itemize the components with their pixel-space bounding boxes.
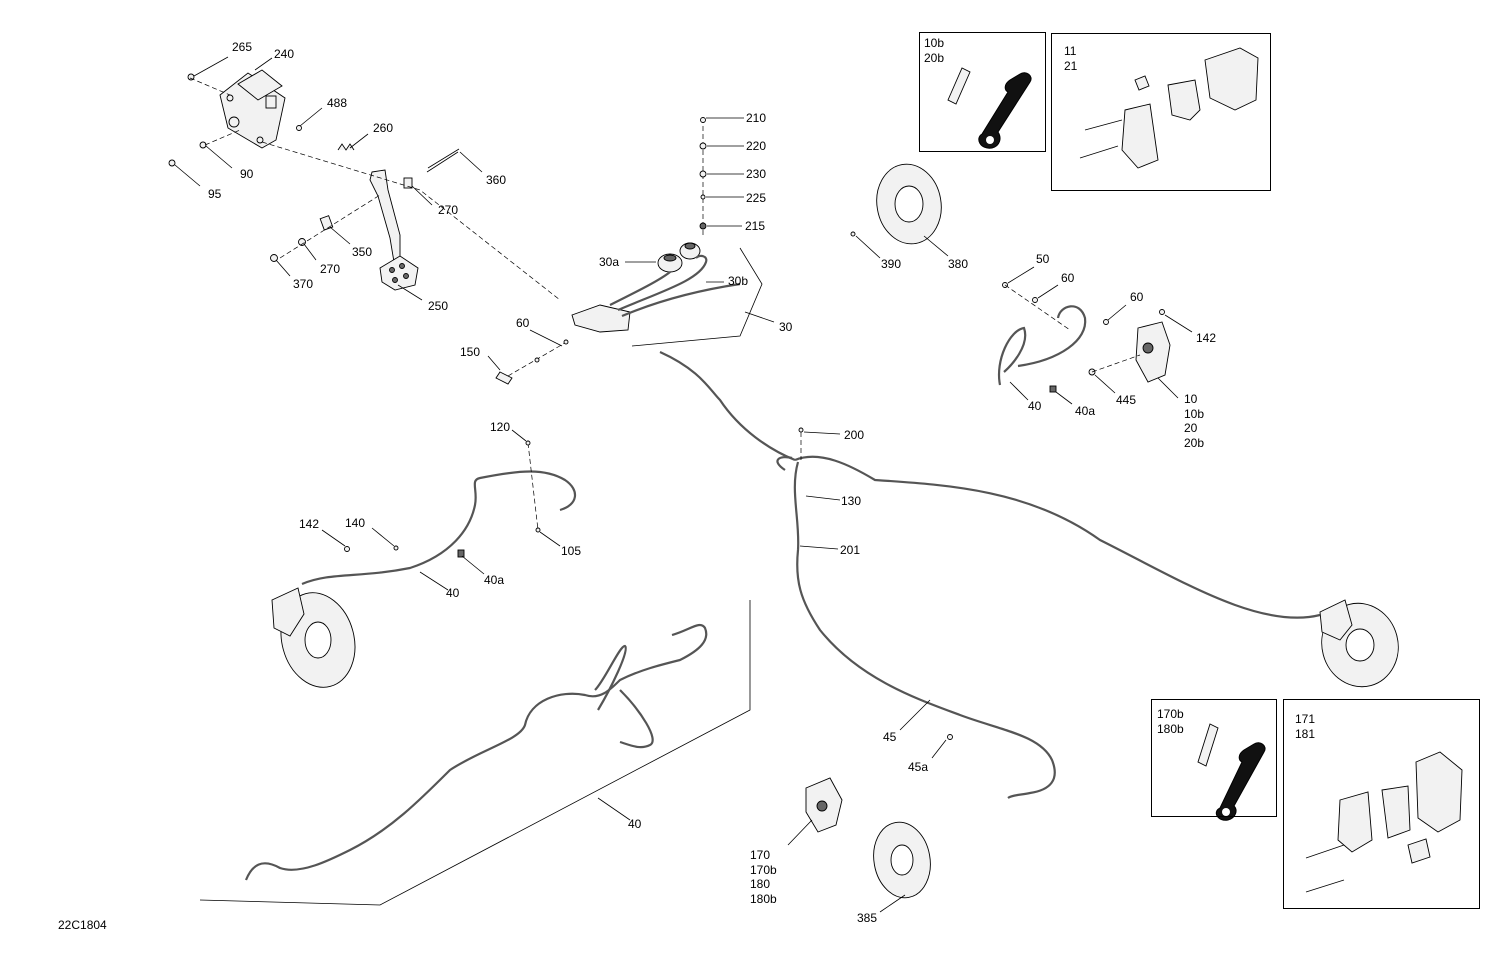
- part-label-40a: 40a: [1075, 404, 1096, 418]
- part-label-40a: 40a: [484, 573, 505, 587]
- pedal-bracket: [219, 69, 286, 149]
- part-label-215: 215: [745, 219, 766, 233]
- pedal-leaders: [174, 56, 561, 301]
- part-label-105: 105: [561, 544, 582, 558]
- part-label-260: 260: [373, 121, 394, 135]
- part-label-60: 60: [516, 316, 530, 330]
- inset-label: 171: [1295, 712, 1316, 726]
- part-label-45a: 45a: [908, 760, 929, 774]
- part-label-225: 225: [746, 191, 767, 205]
- part-label-240: 240: [274, 47, 295, 61]
- part-label-210: 210: [746, 111, 767, 125]
- part-label: 170: [750, 848, 771, 862]
- part-label-120: 120: [490, 420, 511, 434]
- part-label-445: 445: [1116, 393, 1137, 407]
- part-label-60: 60: [1061, 271, 1075, 285]
- part-label-stack-caliper-left: 170 170b 180 180b: [750, 848, 777, 906]
- part-label-130: 130: [841, 494, 862, 508]
- part-label-140: 140: [345, 516, 366, 530]
- part-label-230: 230: [746, 167, 767, 181]
- rotor-caliper-right: [1319, 599, 1399, 688]
- inset-label: 11: [1064, 44, 1077, 58]
- pedal-hardware: [168, 73, 460, 262]
- part-label-390: 390: [881, 257, 902, 271]
- inset-label: 21: [1064, 58, 1078, 73]
- part-label: 170b: [750, 862, 777, 877]
- part-label-270: 270: [320, 262, 341, 276]
- brake-pads-rear: [1305, 751, 1463, 893]
- master-cylinder: [487, 117, 775, 385]
- brake-pads-front: [1079, 47, 1259, 169]
- part-label-30a: 30a: [599, 255, 620, 269]
- caliper-front-right: [997, 266, 1193, 405]
- bleeder-screw-rear: [1197, 723, 1266, 821]
- inset-label: 10b: [924, 36, 945, 50]
- brake-line-left: [301, 429, 576, 591]
- part-label-370: 370: [293, 277, 314, 291]
- part-label-142: 142: [1196, 331, 1217, 345]
- part-label: 20b: [1184, 435, 1205, 450]
- drawing-code: 22C1804: [58, 918, 107, 932]
- part-label-60: 60: [1130, 290, 1144, 304]
- inset-label: 170b: [1157, 707, 1184, 721]
- part-label-90: 90: [240, 167, 254, 181]
- front-brake-lines: [659, 350, 1321, 799]
- caliper-rear-left: [787, 777, 843, 846]
- part-label-142: 142: [299, 517, 320, 531]
- inset-pads-front: [1051, 33, 1271, 191]
- inset-bleeder-rear-labels: 170b 180b: [1157, 707, 1184, 736]
- part-label-40: 40: [446, 586, 460, 600]
- rotor-380: [850, 163, 949, 259]
- part-label-150: 150: [460, 345, 481, 359]
- part-label-40: 40: [1028, 399, 1042, 413]
- part-label-stack-caliper-right: 10 10b 20 20b: [1184, 392, 1204, 450]
- inset-label: 20b: [924, 50, 945, 65]
- part-label-380: 380: [948, 257, 969, 271]
- part-label-360: 360: [486, 173, 507, 187]
- part-label-50: 50: [1036, 252, 1050, 266]
- part-label-350: 350: [352, 245, 373, 259]
- part-label-265: 265: [232, 40, 253, 54]
- part-label: 180: [750, 877, 771, 891]
- rotor-caliper-left: [271, 587, 356, 688]
- brake-line-rear: [199, 600, 751, 906]
- inset-label: 180b: [1157, 721, 1184, 736]
- part-label: 10b: [1184, 406, 1205, 421]
- part-label-40: 40: [628, 817, 642, 831]
- part-label-45: 45: [883, 730, 897, 744]
- inset-pads-front-labels: 11 21: [1064, 44, 1077, 73]
- part-label-385: 385: [857, 911, 878, 925]
- part-label-270: 270: [438, 203, 459, 217]
- part-label-30: 30: [779, 320, 793, 334]
- inset-pads-rear: [1283, 699, 1480, 909]
- part-label: 10: [1184, 392, 1198, 406]
- part-label-95: 95: [208, 187, 222, 201]
- part-label: 20: [1184, 421, 1198, 435]
- inset-bleeder-front: [919, 32, 1046, 152]
- inset-bleeder-rear: [1151, 699, 1277, 817]
- part-label-250: 250: [428, 299, 449, 313]
- inset-label: 181: [1295, 726, 1316, 741]
- rotor-385: [873, 821, 931, 913]
- inset-pads-rear-labels: 171 181: [1295, 712, 1315, 741]
- bleeder-screw-front: [947, 67, 1032, 149]
- part-label-488: 488: [327, 96, 348, 110]
- part-label-200: 200: [844, 428, 865, 442]
- part-label-220: 220: [746, 139, 767, 153]
- part-label: 180b: [750, 891, 777, 906]
- inset-bleeder-front-labels: 10b 20b: [924, 36, 944, 65]
- part-label-30b: 30b: [728, 274, 749, 288]
- part-label-201: 201: [840, 543, 861, 557]
